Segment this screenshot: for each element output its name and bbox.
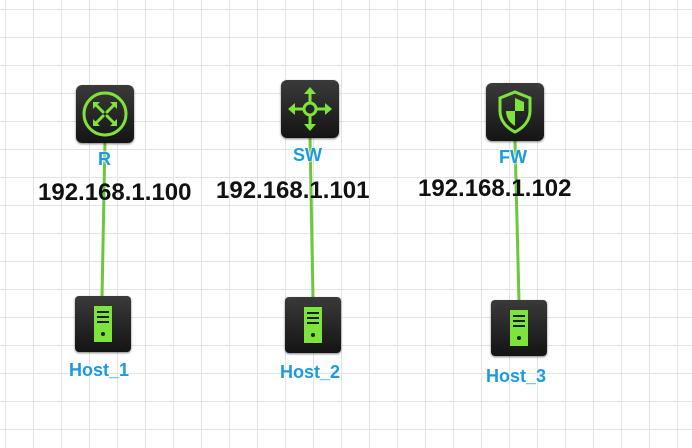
link-sw-host2[interactable]	[308, 135, 315, 300]
host-1-label: Host_1	[69, 360, 130, 380]
switch-label: SW	[293, 145, 322, 165]
server-icon	[491, 300, 547, 356]
router-label: R	[98, 149, 111, 169]
host-3-node[interactable]	[491, 300, 547, 356]
router-icon	[76, 85, 134, 143]
link-r-host1[interactable]	[100, 139, 107, 299]
switch-node[interactable]	[281, 80, 339, 138]
host-2-label: Host_2	[280, 362, 341, 382]
host-1-node[interactable]	[75, 296, 131, 352]
switch-icon	[281, 80, 339, 138]
firewall-node[interactable]	[486, 83, 544, 141]
firewall-label: FW	[499, 147, 527, 167]
host-3-label: Host_3	[486, 366, 547, 386]
firewall-icon	[486, 83, 544, 141]
firewall-ip: 192.168.1.102	[418, 175, 572, 202]
server-icon	[285, 297, 341, 353]
server-icon	[75, 296, 131, 352]
router-ip: 192.168.1.100	[38, 179, 192, 206]
link-fw-host3[interactable]	[513, 139, 521, 303]
switch-ip: 192.168.1.101	[216, 177, 370, 204]
host-2-node[interactable]	[285, 297, 341, 353]
router-node[interactable]	[76, 85, 134, 143]
